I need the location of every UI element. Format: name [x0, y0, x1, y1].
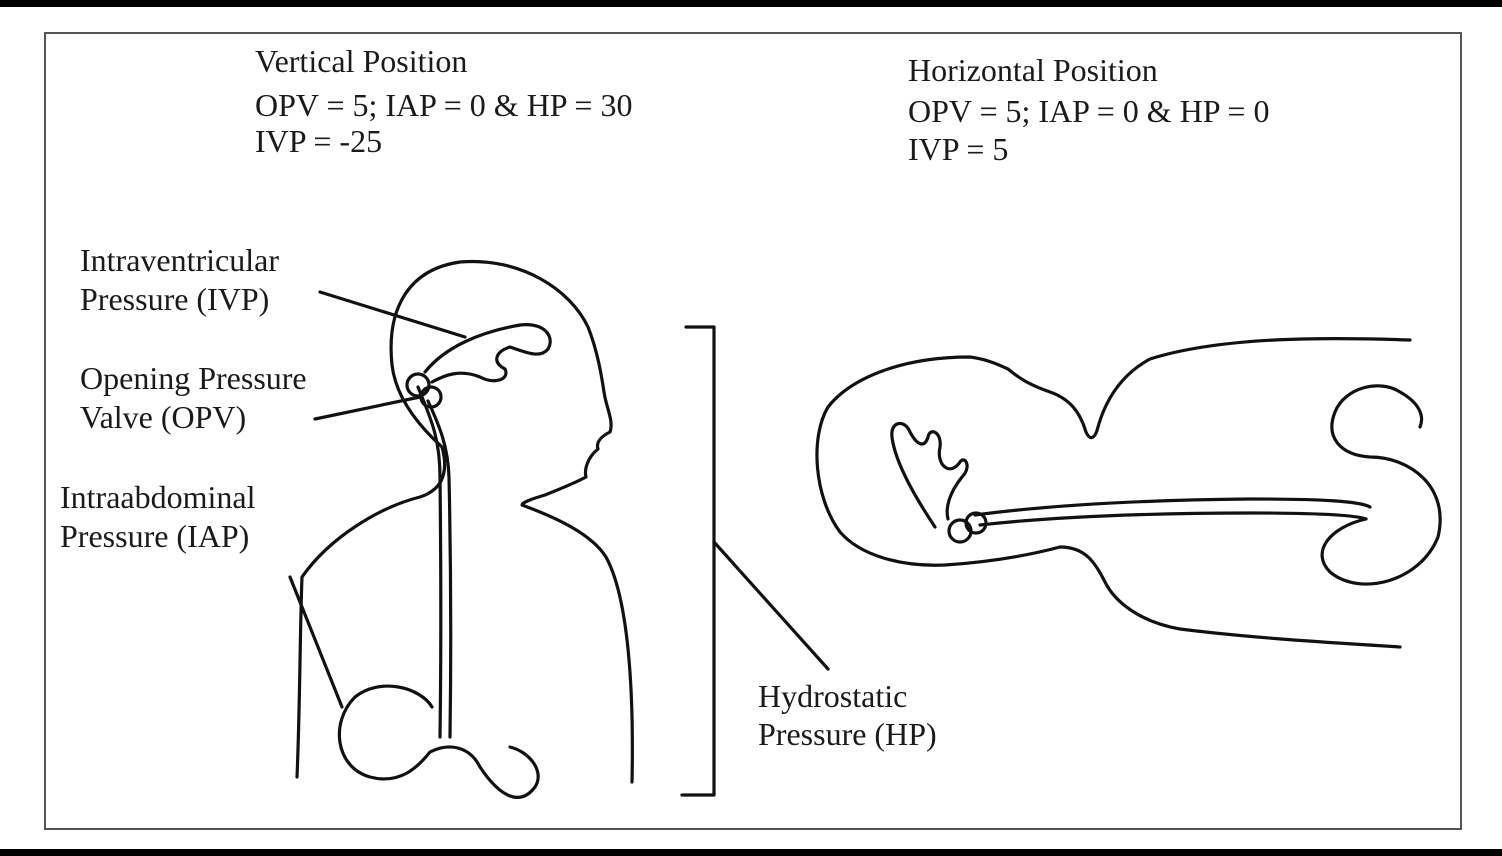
- horizontal-abdomen-loop-upper: [1322, 386, 1440, 584]
- horizontal-shunt-catheter-inner: [980, 513, 1366, 525]
- vertical-ventricle: [425, 325, 550, 382]
- horizontal-ventricle: [892, 423, 967, 527]
- vertical-abdomen-loop: [339, 686, 538, 797]
- horizontal-body-outline: [817, 339, 1410, 647]
- vertical-valve-upper: [407, 374, 429, 396]
- opv-leader-line: [315, 397, 420, 419]
- iap-leader-line: [290, 577, 342, 707]
- hp-bracket: [682, 327, 714, 795]
- diagram-artwork: [0, 7, 1502, 856]
- hp-leader-line: [714, 542, 828, 669]
- vertical-shunt-catheter-inner: [418, 387, 441, 737]
